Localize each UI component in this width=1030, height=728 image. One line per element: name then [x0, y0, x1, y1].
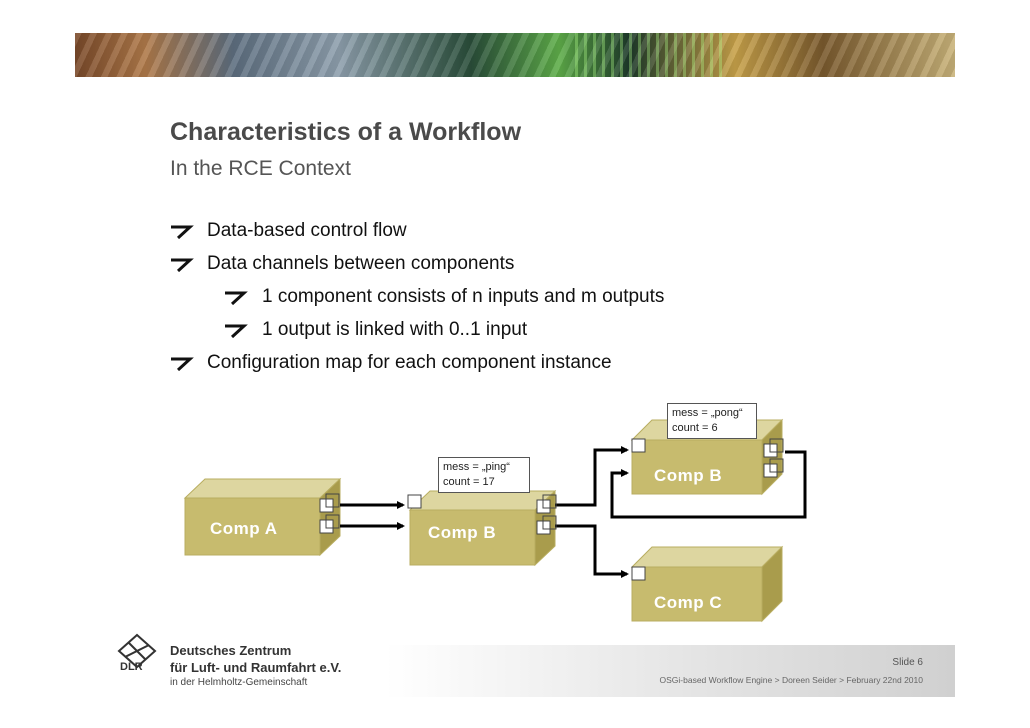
sub-bullet-item: 1 output is linked with 0..1 input — [262, 319, 528, 340]
org-name-line1: Deutsches Zentrum — [170, 643, 292, 658]
bullet-item: Data-based control flow — [207, 220, 407, 241]
component-box-comp-c — [630, 545, 784, 623]
comp-a-label: Comp A — [210, 519, 278, 538]
header-banner-image — [75, 33, 955, 77]
comp-b-right-label: Comp B — [654, 466, 723, 485]
bullet-item: Data channels between components — [207, 253, 515, 274]
comp-c-label: Comp C — [654, 593, 723, 612]
config-note-line: mess = „pong“ — [672, 407, 743, 419]
org-name-line2: für Luft- und Raumfahrt e.V. — [170, 660, 342, 675]
sub-bullet-arrow-icon — [225, 324, 248, 338]
component-box-comp-a — [183, 477, 342, 557]
bullet-arrow-icon — [171, 357, 194, 371]
config-note-line: mess = „ping“ — [443, 461, 510, 473]
component-box-comp-b-mid — [408, 489, 557, 567]
bullet-arrow-icon — [171, 258, 194, 272]
comp-b-mid-label: Comp B — [428, 523, 497, 542]
sub-bullet-arrow-icon — [225, 291, 248, 305]
org-name-line3: in der Helmholtz-Gemeinschaft — [170, 677, 308, 688]
config-note-ping: mess = „ping“ count = 17 — [438, 457, 530, 493]
bullet-arrow-icon — [171, 225, 194, 239]
config-note-line: count = 6 — [672, 422, 718, 434]
banner-texture — [75, 33, 955, 77]
slide-subtitle: In the RCE Context — [170, 157, 351, 180]
config-note-pong: mess = „pong“ count = 6 — [667, 403, 757, 439]
slide-title: Characteristics of a Workflow — [170, 118, 522, 146]
footer-band: Slide 6 OSGi-based Workflow Engine > Dor… — [385, 645, 955, 697]
bullet-item: Configuration map for each component ins… — [207, 352, 612, 373]
banner-texture-green — [575, 33, 725, 77]
slide-number: Slide 6 — [892, 657, 923, 668]
dlr-logo-icon — [117, 633, 157, 669]
dlr-logo-text: DLR — [120, 661, 143, 673]
sub-bullet-item: 1 component consists of n inputs and m o… — [262, 286, 665, 307]
config-note-line: count = 17 — [443, 476, 495, 488]
slide-footer: Slide 6 OSGi-based Workflow Engine > Dor… — [75, 645, 955, 697]
footer-meta: OSGi-based Workflow Engine > Doreen Seid… — [659, 675, 924, 685]
